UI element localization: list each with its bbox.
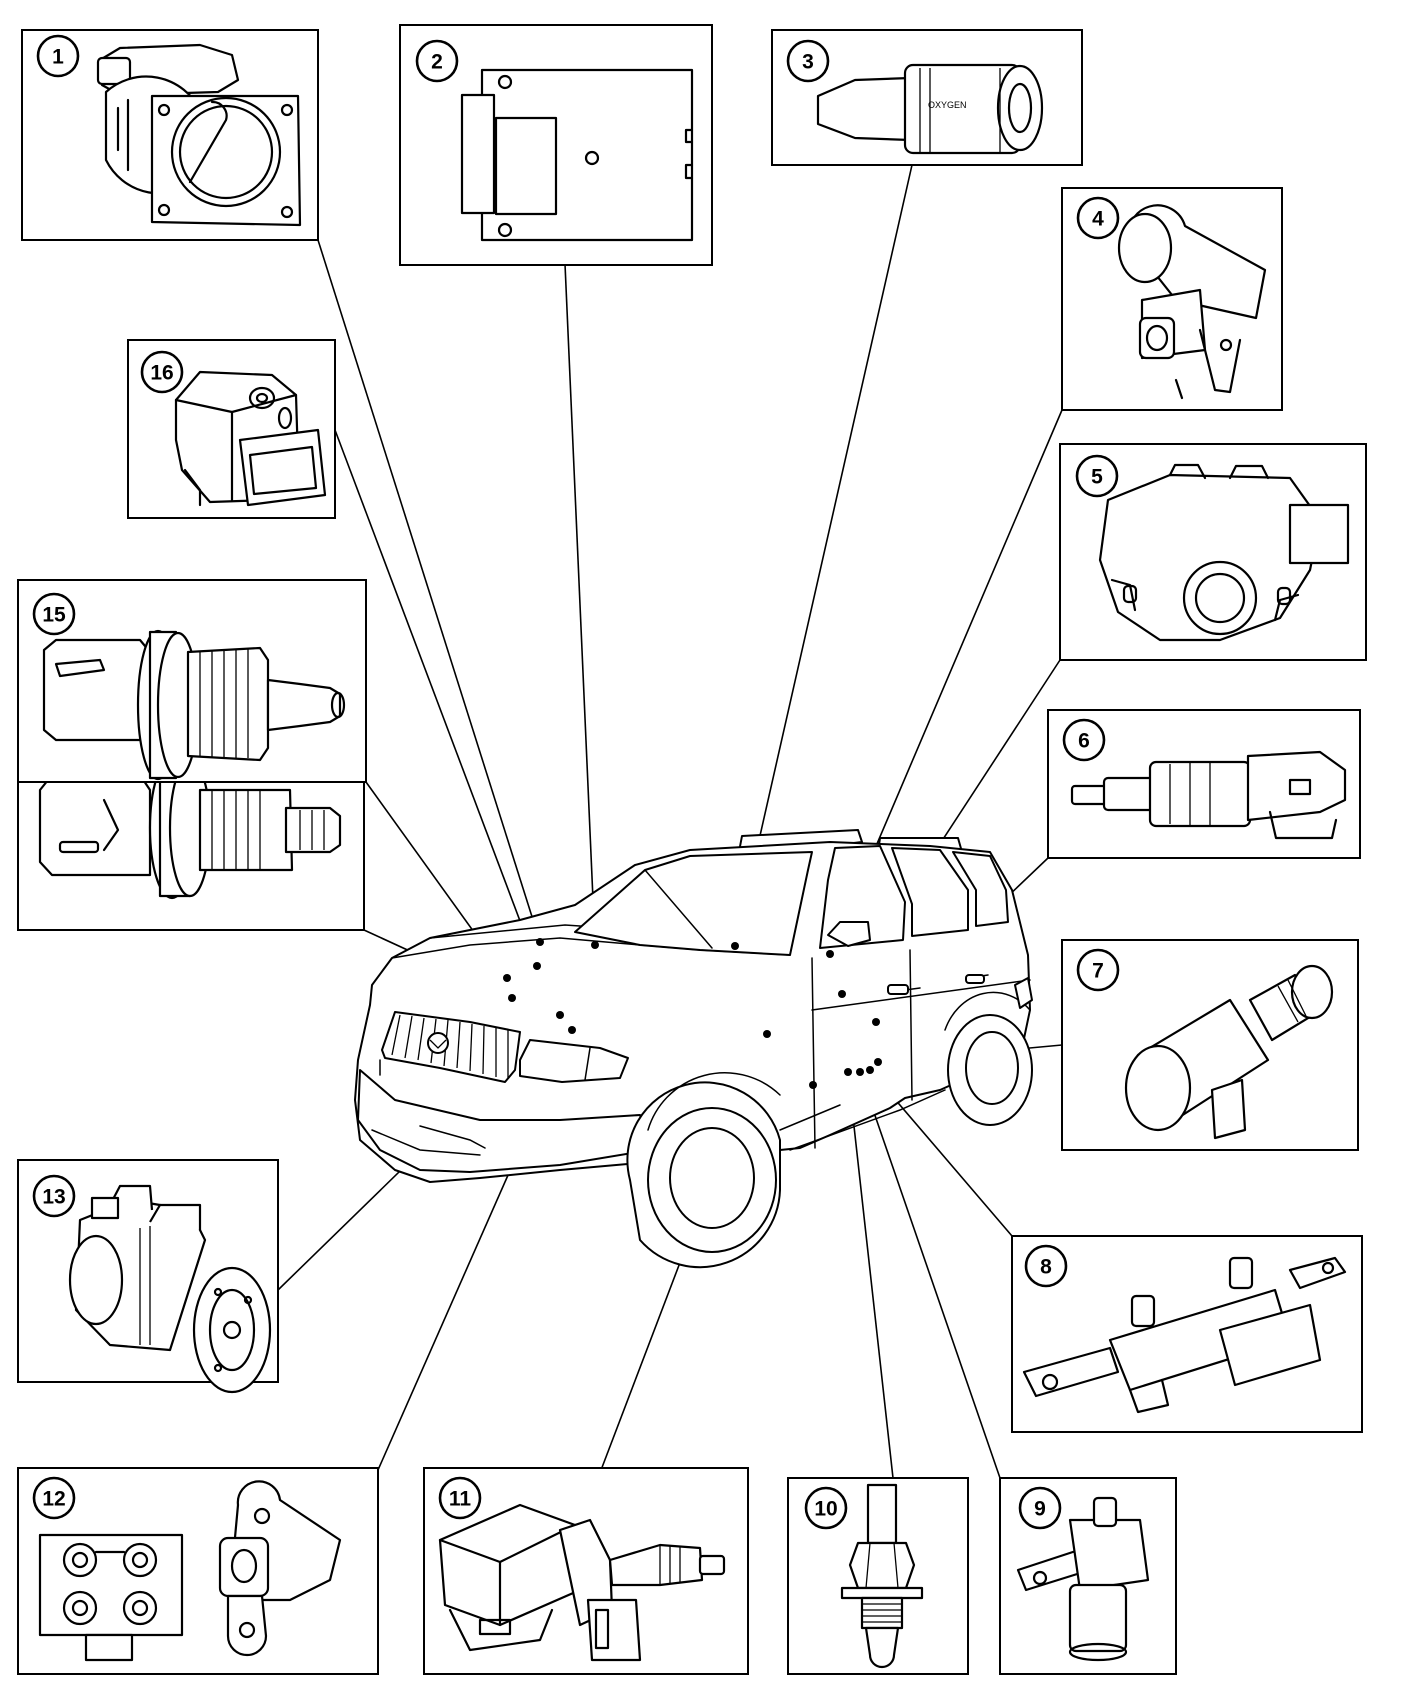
callout-15: 15 (17, 579, 367, 783)
callout-12: 12 (17, 1467, 379, 1675)
callout-10: 10 (787, 1477, 969, 1675)
speed-sensor-icon (1070, 750, 1347, 840)
callout-5: 5 (1059, 443, 1367, 661)
callout-number-11: 11 (449, 1488, 472, 1511)
callout-number-1: 1 (52, 46, 64, 69)
leader-line-16 (334, 429, 538, 967)
callout-3: OXYGEN 3 (771, 29, 1083, 166)
solenoid-icon (1124, 964, 1334, 1140)
callout-number-5: 5 (1091, 466, 1103, 489)
callout-2: 2 (399, 24, 713, 266)
throttle-position-sensor-icon (1098, 463, 1350, 642)
ignition-coil-plug-icon (438, 1503, 726, 1662)
dual-solenoid-bracket-icon (1022, 1256, 1347, 1414)
callout-number-4: 4 (1092, 208, 1104, 231)
leader-line-9 (859, 1071, 1001, 1479)
callout-number-7: 7 (1092, 960, 1104, 983)
coolant-sensor-icon (42, 629, 346, 781)
callout-number-15: 15 (42, 604, 66, 627)
position-sensor-icon (1117, 204, 1267, 400)
leader-line-3 (734, 164, 913, 947)
callout-1: 1 (21, 29, 319, 241)
temperature-switch-icon (840, 1483, 924, 1669)
pressure-sensor-icon (174, 370, 327, 507)
callout-number-12: 12 (42, 1488, 65, 1511)
callout-number-6: 6 (1078, 730, 1090, 753)
callout-8: 8 (1011, 1235, 1363, 1433)
ac-compressor-icon (68, 1184, 272, 1394)
callout-7: 7 (1061, 939, 1359, 1151)
callout-number-8: 8 (1040, 1256, 1052, 1279)
leader-lines (277, 164, 1063, 1479)
callout-number-13: 13 (42, 1186, 65, 1209)
callout-number-3: 3 (802, 51, 814, 74)
callout-9: 9 (999, 1477, 1177, 1675)
callout-11: 11 (423, 1467, 749, 1675)
callout-number-10: 10 (814, 1498, 837, 1521)
oxygen-sensor-marking: OXYGEN (928, 100, 967, 110)
vehicle-illustration (354, 829, 1033, 1269)
map-sensor-icon (38, 1480, 342, 1662)
connection-points (503, 938, 882, 1089)
oxygen-sensor-icon: OXYGEN (816, 63, 1044, 155)
leader-line-10 (847, 1071, 894, 1479)
leader-line-2 (564, 263, 596, 946)
leader-line-1 (317, 239, 541, 943)
temperature-sensor-icon (38, 756, 342, 900)
callout-6: 6 (1047, 709, 1361, 859)
callout-13: 13 (17, 1159, 279, 1394)
callout-number-16: 16 (150, 362, 173, 385)
throttle-body-icon (96, 43, 302, 227)
callout-number-9: 9 (1034, 1498, 1046, 1521)
callout-16: 16 (127, 339, 336, 519)
callout-number-2: 2 (431, 51, 443, 74)
control-module-icon (460, 68, 694, 242)
bracket-solenoid-icon (1016, 1496, 1150, 1662)
callout-4: 4 (1061, 187, 1283, 411)
